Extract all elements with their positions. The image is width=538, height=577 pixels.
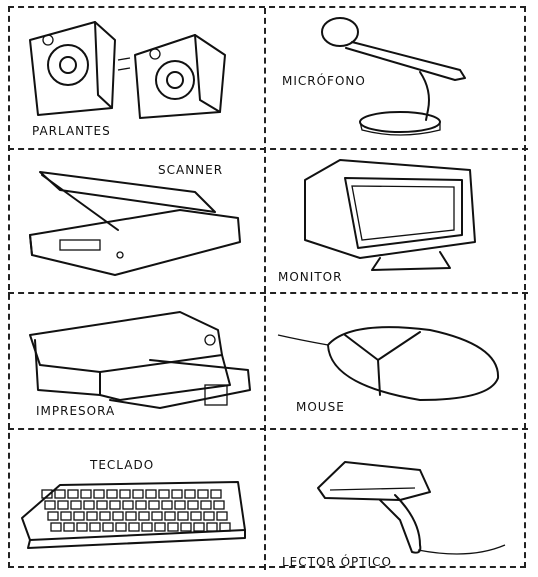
keyboard-key xyxy=(47,511,59,521)
keyboard-key xyxy=(164,511,176,521)
keyboard-key xyxy=(119,489,131,499)
keyboard-key xyxy=(128,522,140,532)
keyboard-key xyxy=(171,489,183,499)
keyboard-key xyxy=(213,500,225,510)
keyboard-key xyxy=(106,489,118,499)
label-scanner: SCANNER xyxy=(158,163,224,177)
keyboard-key xyxy=(206,522,218,532)
label-monitor: MONITOR xyxy=(278,270,343,284)
keyboard-key xyxy=(41,489,53,499)
keyboard-key xyxy=(57,500,69,510)
row-divider-1 xyxy=(8,148,528,150)
keyboard-icon xyxy=(21,481,246,549)
keyboard-key xyxy=(177,511,189,521)
row-divider-2 xyxy=(8,292,528,294)
keyboard-key xyxy=(73,511,85,521)
keyboard-key xyxy=(102,522,114,532)
vertical-divider xyxy=(264,8,266,570)
keyboard-key xyxy=(44,500,56,510)
keyboard-key xyxy=(109,500,121,510)
keyboard-key xyxy=(93,489,105,499)
keyboard-key xyxy=(216,511,228,521)
keyboard-key xyxy=(80,489,92,499)
keyboard-key xyxy=(158,489,170,499)
keyboard-key xyxy=(99,511,111,521)
printer-icon xyxy=(29,311,251,409)
keyboard-key xyxy=(83,500,95,510)
monitor-icon xyxy=(304,159,476,271)
speakers-icon xyxy=(29,21,226,119)
keyboard-key xyxy=(193,522,205,532)
keyboard-key xyxy=(115,522,127,532)
keyboard-key xyxy=(197,489,209,499)
keyboard-key xyxy=(67,489,79,499)
keyboard-key xyxy=(180,522,192,532)
scanner-icon xyxy=(29,171,241,276)
keyboard-key xyxy=(161,500,173,510)
keyboard-key xyxy=(96,500,108,510)
label-lector-optico: LECTOR ÓPTICO xyxy=(282,555,392,569)
keyboard-key xyxy=(138,511,150,521)
row-divider-3 xyxy=(8,428,528,430)
keyboard-key xyxy=(122,500,134,510)
keyboard-key xyxy=(135,500,147,510)
label-microfono: MICRÓFONO xyxy=(282,74,366,88)
keyboard-key xyxy=(200,500,212,510)
outer-dashed-border xyxy=(8,6,526,568)
keyboard-key xyxy=(132,489,144,499)
keyboard-key xyxy=(190,511,202,521)
keyboard-key xyxy=(50,522,62,532)
keyboard-key xyxy=(184,489,196,499)
keyboard-key xyxy=(219,522,231,532)
keyboard-key xyxy=(174,500,186,510)
keyboard-key xyxy=(125,511,137,521)
keyboard-key xyxy=(89,522,101,532)
keyboard-key xyxy=(63,522,75,532)
keyboard-key xyxy=(141,522,153,532)
keyboard-key xyxy=(86,511,98,521)
label-parlantes: PARLANTES xyxy=(32,124,111,138)
label-mouse: MOUSE xyxy=(296,400,345,414)
keyboard-key xyxy=(187,500,199,510)
keyboard-key xyxy=(203,511,215,521)
label-impresora: IMPRESORA xyxy=(36,404,116,418)
keyboard-key xyxy=(167,522,179,532)
mouse-icon xyxy=(277,326,500,401)
keyboard-key xyxy=(148,500,160,510)
barcode-reader-icon xyxy=(317,461,506,555)
microphone-icon xyxy=(321,17,466,136)
keyboard-key xyxy=(112,511,124,521)
keyboard-key xyxy=(54,489,66,499)
keyboard-key xyxy=(154,522,166,532)
keyboard-key xyxy=(151,511,163,521)
keyboard-key xyxy=(210,489,222,499)
keyboard-key xyxy=(60,511,72,521)
label-teclado: TECLADO xyxy=(90,458,155,472)
keyboard-key xyxy=(70,500,82,510)
keyboard-key xyxy=(76,522,88,532)
keyboard-key xyxy=(145,489,157,499)
